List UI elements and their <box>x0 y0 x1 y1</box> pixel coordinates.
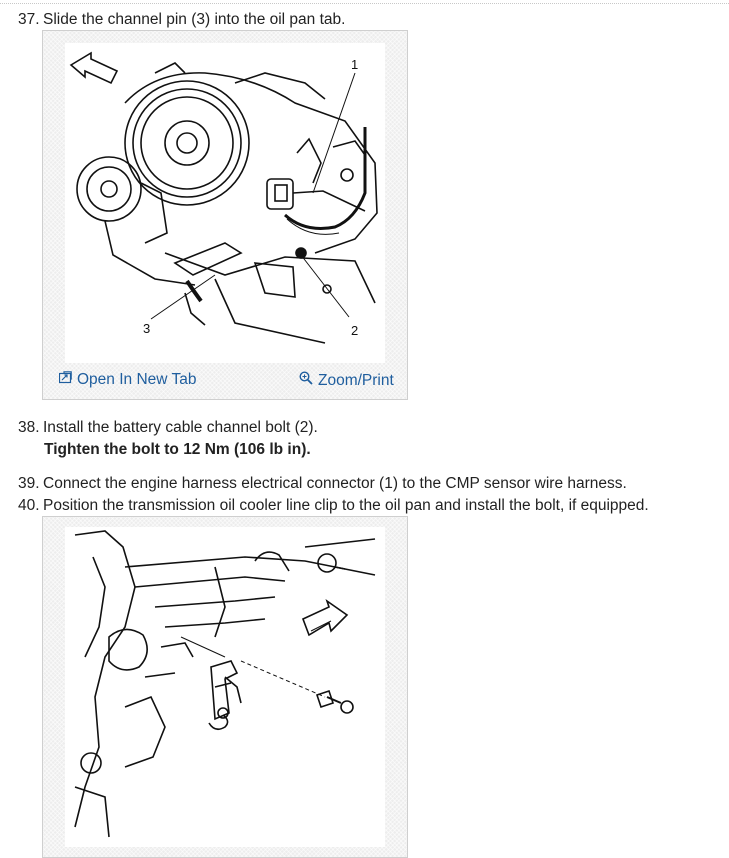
figure-1-image[interactable]: 1 2 3 <box>65 43 385 363</box>
step-37: 37.Slide the channel pin (3) into the oi… <box>18 10 345 30</box>
step-number: 38. <box>18 419 40 436</box>
step-text: Position the transmission oil cooler lin… <box>43 497 649 514</box>
open-in-new-tab-link[interactable]: Open In New Tab <box>58 371 197 389</box>
torque-spec: Tighten the bolt to 12 Nm (106 lb in). <box>44 441 311 458</box>
step-38: 38.Install the battery cable channel bol… <box>18 418 318 438</box>
step-number: 40. <box>18 497 40 514</box>
open-new-tab-icon <box>58 371 72 389</box>
step-40: 40.Position the transmission oil cooler … <box>18 496 649 516</box>
step-number: 37. <box>18 11 40 28</box>
step-text: Connect the engine harness electrical co… <box>43 475 627 492</box>
step-number: 39. <box>18 475 40 492</box>
callout-3: 3 <box>143 321 150 336</box>
zoom-print-link[interactable]: Zoom/Print <box>299 371 394 390</box>
figure-2-container <box>42 516 408 858</box>
zoom-print-label: Zoom/Print <box>318 371 394 389</box>
step-text: Slide the channel pin (3) into the oil p… <box>43 11 346 28</box>
oil-pan-clip-diagram <box>74 530 376 838</box>
callout-2: 2 <box>351 323 358 338</box>
top-divider <box>0 3 729 4</box>
figure-1-container: 1 2 3 Open In New Tab Zoom/Print <box>42 30 408 400</box>
open-in-new-tab-label: Open In New Tab <box>77 371 197 388</box>
figure-2-image[interactable] <box>65 527 385 847</box>
engine-diagram-1: 1 2 3 <box>69 51 378 344</box>
magnifier-zoom-icon <box>299 371 313 390</box>
step-text: Install the battery cable channel bolt (… <box>43 419 318 436</box>
step-39: 39.Connect the engine harness electrical… <box>18 474 627 494</box>
callout-1: 1 <box>351 57 358 72</box>
